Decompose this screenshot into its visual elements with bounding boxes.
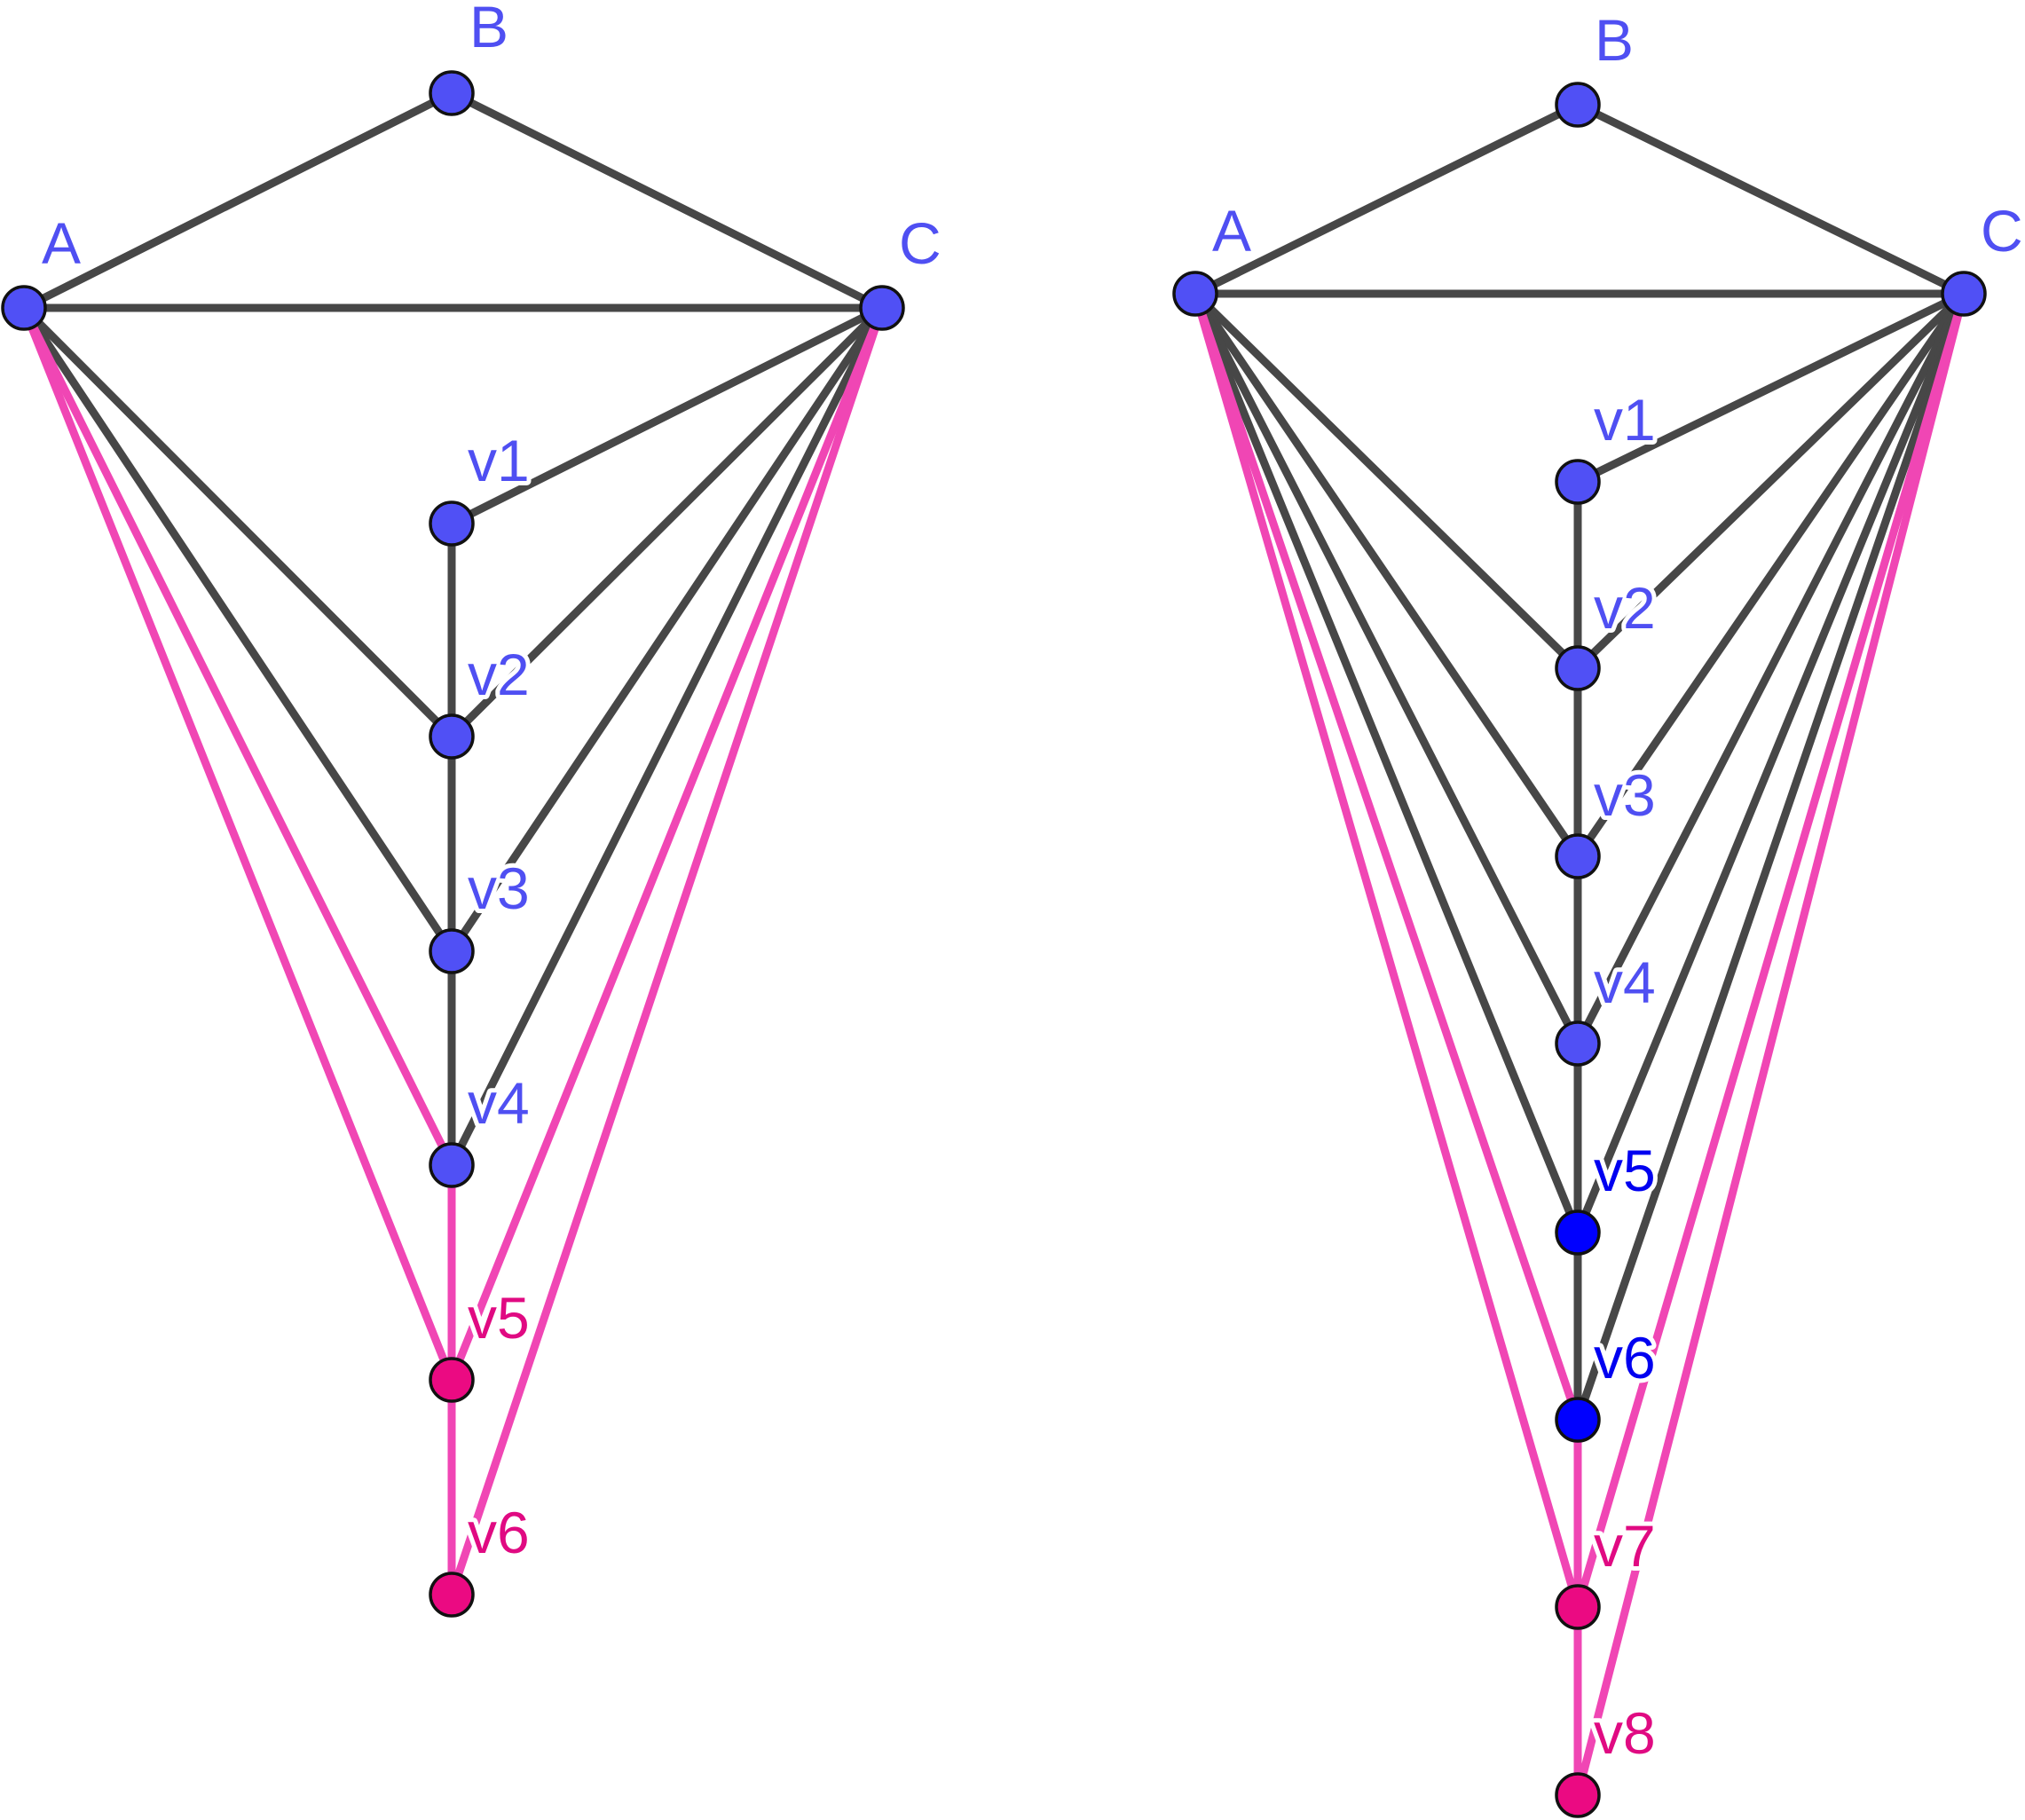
right-graph-vertex-v8 [1555,1772,1601,1818]
left-graph-edge-C-v3 [447,303,886,956]
right-graph-vertex-v3 [1555,833,1601,879]
left-graph-vertex-v6 [429,1572,475,1618]
left-graph-vertex-C [859,285,905,331]
left-graph-edge-B-C [447,89,886,312]
left-graph-vertex-A [1,285,47,331]
left-graph-label-v2: v2 [468,642,530,707]
labels-layer: A B Cv1 v2 v3 v4 v5 v6 A B Cv1 v2 v3 v4 v5 v6 v7 v8 [37,0,2025,1770]
left-graph-edge-C-v6 [447,303,886,1599]
right-graph-vertex-v1 [1555,459,1601,505]
left-graph-edge-A-v5 [20,303,456,1384]
right-graph-vertex-B [1555,82,1601,128]
right-graph-edge-A-v4 [1191,289,1582,1048]
left-graph-label-v4: v4 [468,1070,530,1136]
left-graph-edge-A-v3 [20,303,456,956]
left-graph-vertex-v5 [429,1357,475,1403]
left-graph-edge-C-v2 [447,303,886,741]
right-graph-vertex-v7 [1555,1584,1601,1630]
left-graph-vertex-v2 [429,713,475,760]
right-graph-label-C: C [1981,198,2023,264]
right-graph-label-v3: v3 [1594,762,1656,828]
right-graph-edge-A-v3 [1191,289,1582,861]
right-graph-label-v1: v1 [1594,387,1656,453]
right-graph-label-v7: v7 [1594,1513,1656,1579]
right-graph-label-v6: v6 [1594,1325,1656,1391]
right-graph-edge-A-v5 [1191,289,1582,1237]
left-graph-label-v5: v5 [468,1285,530,1351]
right-graph-edge-A-v7 [1191,289,1582,1611]
left-graph-label-v6: v6 [468,1500,530,1565]
right-graph-label-v5: v5 [1594,1138,1656,1203]
right-graph-label-B: B [1595,7,1634,73]
left-graph-label-A: A [42,210,81,276]
right-graph-vertex-v4 [1555,1020,1601,1067]
right-graph-edge-C-v6 [1573,289,1968,1424]
right-graph-edge-C-v1 [1573,289,1968,486]
right-graph-edge-A-B [1191,100,1582,298]
left-graph-edge-C-v1 [447,303,886,528]
left-graph-edge-A-v2 [20,303,456,741]
left-graph-label-B: B [469,0,508,59]
right-graph-vertex-v5 [1555,1209,1601,1256]
edges-layer [20,89,1968,1800]
right-graph-edge-C-v3 [1573,289,1968,861]
right-graph-edge-B-C [1573,100,1968,298]
right-graph-label-v2: v2 [1594,575,1656,641]
right-graph-edge-C-v5 [1573,289,1968,1237]
nodes-layer [1,70,1987,1818]
left-graph-label-v1: v1 [468,428,530,493]
left-graph-vertex-v3 [429,928,475,974]
right-graph-label-A: A [1212,198,1251,264]
right-graph-edge-A-v2 [1191,289,1582,673]
right-graph-edge-C-v4 [1573,289,1968,1048]
right-graph-label-v4: v4 [1594,949,1656,1015]
right-graph-vertex-C [1941,271,1987,317]
right-graph-edge-C-v2 [1573,289,1968,673]
right-graph-edge-C-v8 [1573,289,1968,1800]
left-graph-edge-C-v4 [447,303,886,1170]
right-graph-vertex-v6 [1555,1397,1601,1443]
right-graph-vertex-A [1172,271,1218,317]
left-graph-label-C: C [899,210,942,276]
right-graph-vertex-v2 [1555,645,1601,691]
right-graph-edge-A-v6 [1191,289,1582,1424]
right-graph-edge-C-v7 [1573,289,1968,1611]
left-graph-edge-A-B [20,89,456,312]
left-graph-edge-C-v5 [447,303,886,1384]
left-graph-label-v3: v3 [468,855,530,921]
right-graph-label-v8: v8 [1594,1700,1656,1766]
left-graph-vertex-v1 [429,500,475,547]
left-graph-vertex-v4 [429,1142,475,1188]
left-graph-vertex-B [429,70,475,116]
left-graph-edge-A-v4 [20,303,456,1170]
